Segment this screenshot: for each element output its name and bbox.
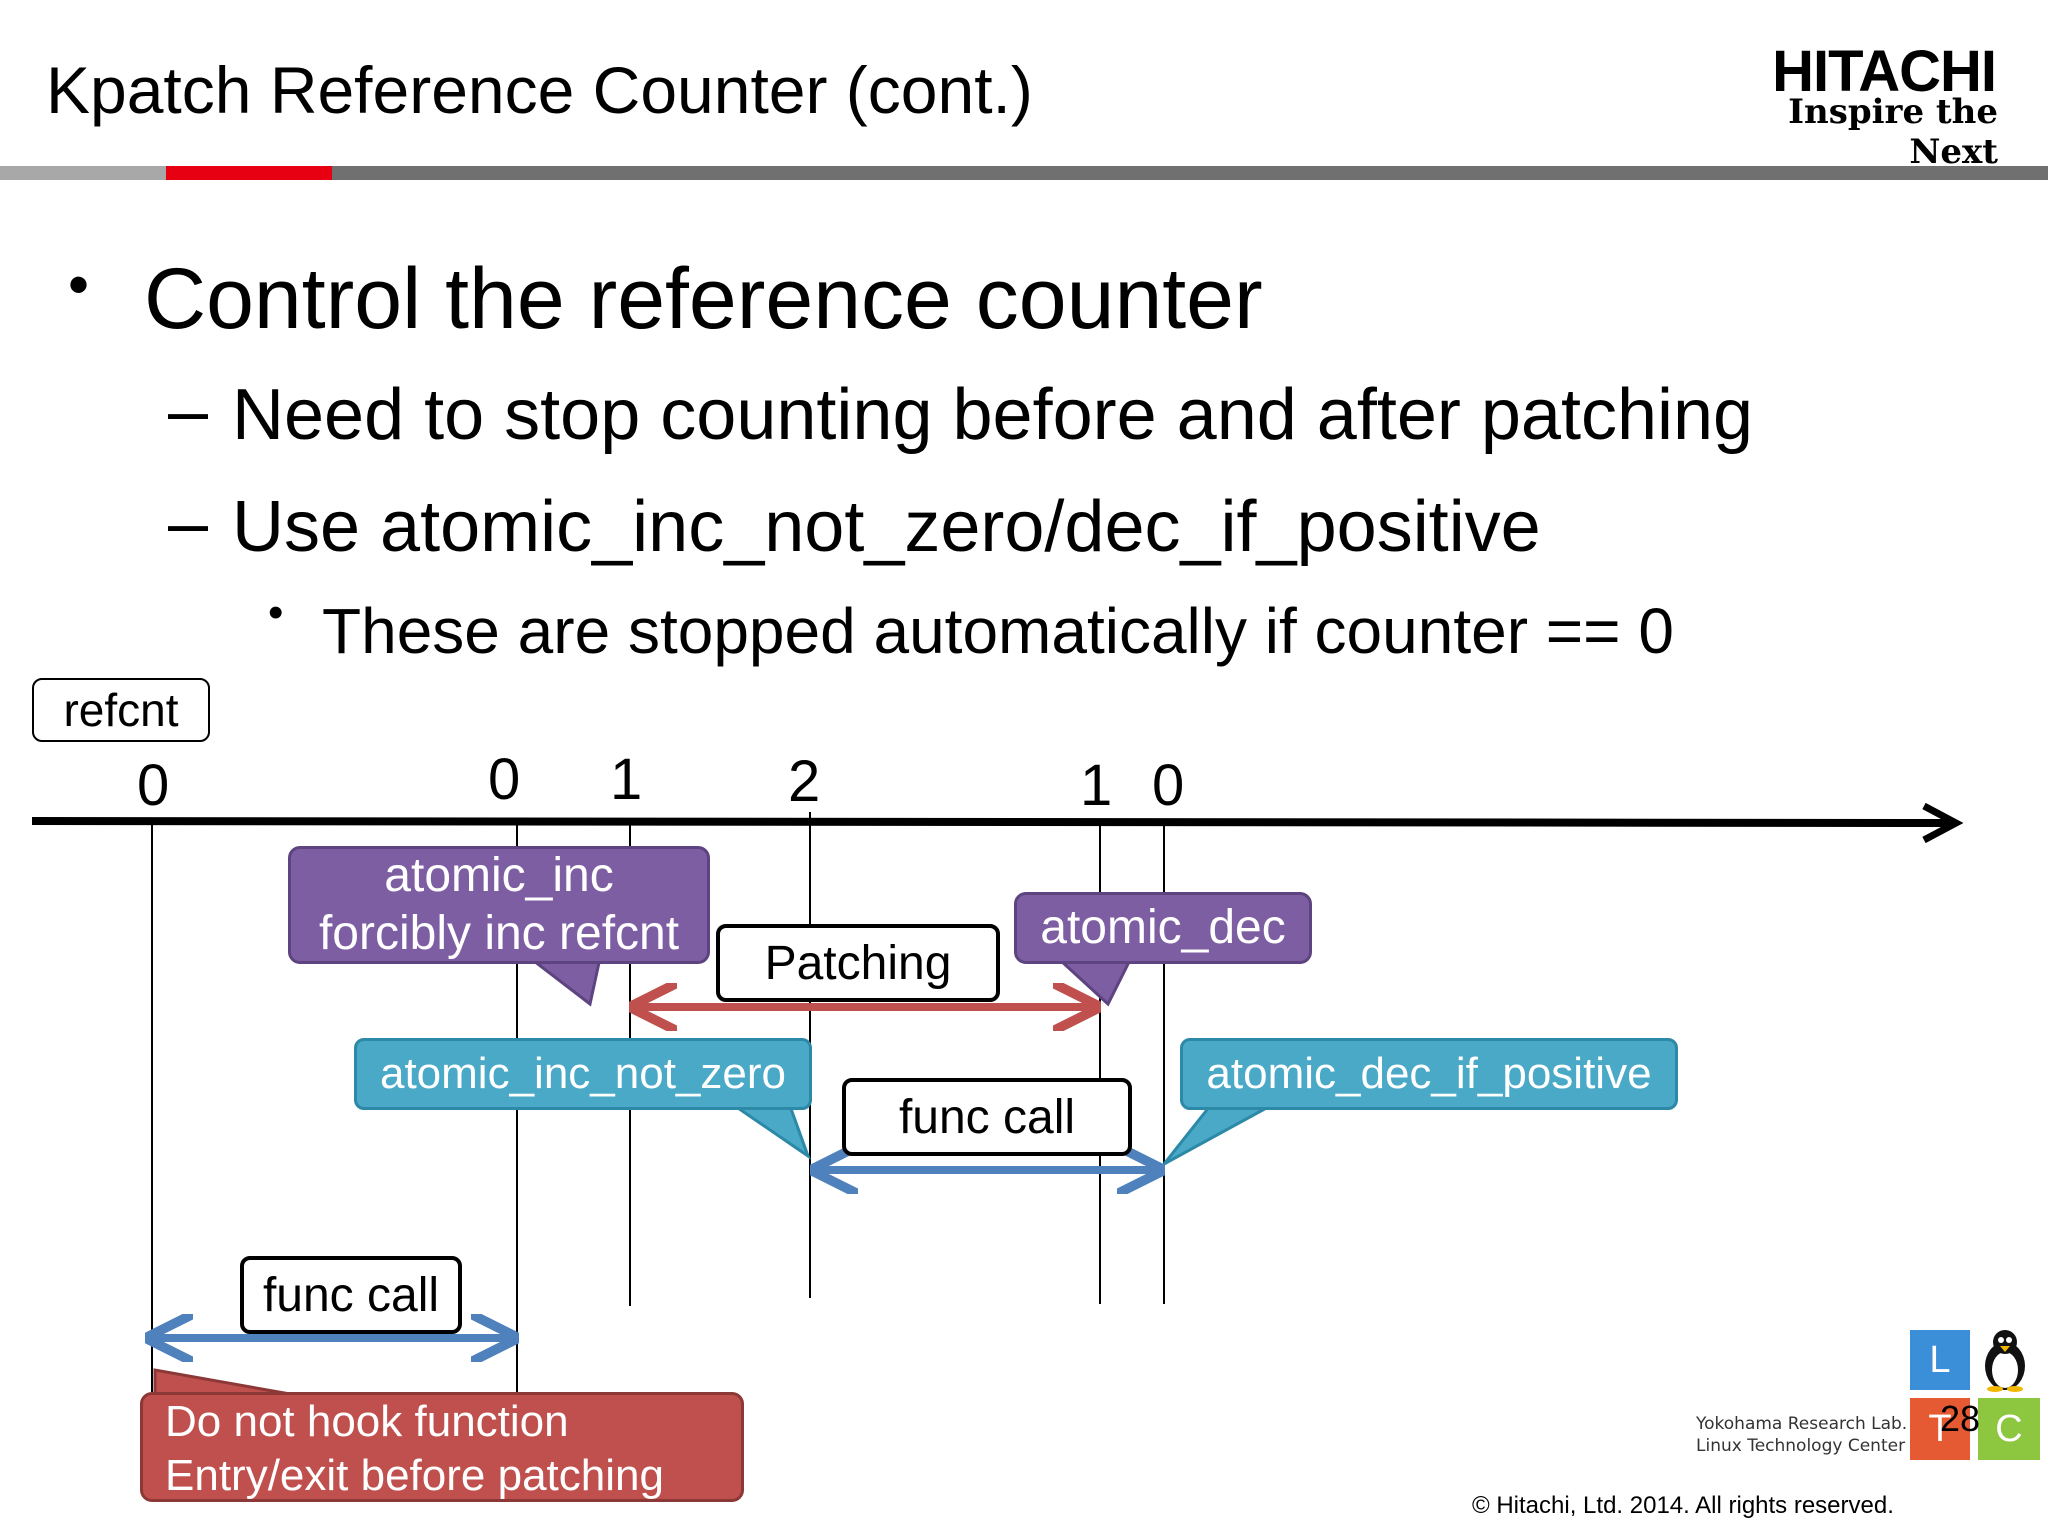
lab-name-line1: Yokohama Research Lab. <box>1696 1414 1908 1434</box>
header-bar-grey-right <box>332 166 2048 180</box>
tick-label: 1 <box>610 747 643 812</box>
atomic-dec-callout-tail <box>1056 958 1133 1007</box>
penguin-icon <box>1985 1330 2025 1392</box>
slide-title: Kpatch Reference Counter (cont.) <box>46 53 1033 127</box>
hook-note-callout: Do not hook function Entry/exit before p… <box>140 1392 744 1502</box>
bullet-main: Control the reference counter <box>144 251 1263 347</box>
atomic-dec-if-positive-callout: atomic_dec_if_positive <box>1180 1038 1678 1110</box>
atomic-inc-not-zero-callout-tail <box>730 1104 811 1160</box>
dash-icon: – <box>168 371 209 451</box>
tick-label: 0 <box>1152 753 1185 818</box>
sub-bullet-dot-icon: • <box>268 588 284 637</box>
sub-item-1: Need to stop counting before and after p… <box>232 375 1754 455</box>
refcnt-label: refcnt <box>32 678 210 742</box>
hitachi-logo-tagline: Inspire the Next <box>1788 92 1998 172</box>
tick-label: 0 <box>488 747 521 812</box>
atomic-inc-callout: atomic_inc forcibly inc refcnt <box>288 846 710 964</box>
patching-label: Patching <box>716 924 1000 1002</box>
atomic-inc-callout-tail <box>525 956 602 1007</box>
sub-item-2: Use atomic_inc_not_zero/dec_if_positive <box>232 487 1541 567</box>
lab-name: Yokohama Research Lab. Linux Technology … <box>1696 1413 1907 1457</box>
dash-icon: – <box>168 483 209 563</box>
atomic-inc-description: forcibly inc refcnt <box>318 907 680 960</box>
header-bar-red <box>166 166 332 180</box>
atomic-dec-callout: atomic_dec <box>1014 892 1312 964</box>
func-call-label-lower: func call <box>240 1256 462 1334</box>
func-call-label-upper: func call <box>842 1078 1132 1156</box>
page-number: 28 <box>1940 1398 1981 1439</box>
note-callout-tail <box>153 1368 291 1396</box>
atomic-dec-if-positive-callout-tail <box>1162 1104 1271 1166</box>
atomic-inc-label: atomic_inc <box>384 849 614 902</box>
copyright-notice: © Hitachi, Ltd. 2014. All rights reserve… <box>1472 1492 1894 1519</box>
ltc-logo-t-tile: T <box>1910 1398 1970 1460</box>
atomic-inc-not-zero-callout: atomic_inc_not_zero <box>354 1038 812 1110</box>
ltc-logo-l-tile: L <box>1910 1330 1970 1390</box>
bullet-dot-icon: • <box>68 251 90 318</box>
tick-label: 1 <box>1080 753 1113 818</box>
tick-label: 2 <box>788 749 821 814</box>
sub-sub-item: These are stopped automatically if count… <box>322 595 1674 667</box>
hitachi-logo-name: HITACHI <box>1772 39 1997 104</box>
timeline-arrowhead-icon <box>1922 802 1964 844</box>
hook-note-line2: Entry/exit before patching <box>165 1451 664 1500</box>
hook-note-line1: Do not hook function <box>165 1397 569 1446</box>
header-bar-grey-left <box>0 166 166 180</box>
ltc-logo-c-tile: C <box>1978 1398 2040 1460</box>
tick-label: 0 <box>137 753 170 818</box>
lab-name-line2: Linux Technology Center <box>1696 1436 1906 1456</box>
timeline-axis <box>31 817 1951 827</box>
